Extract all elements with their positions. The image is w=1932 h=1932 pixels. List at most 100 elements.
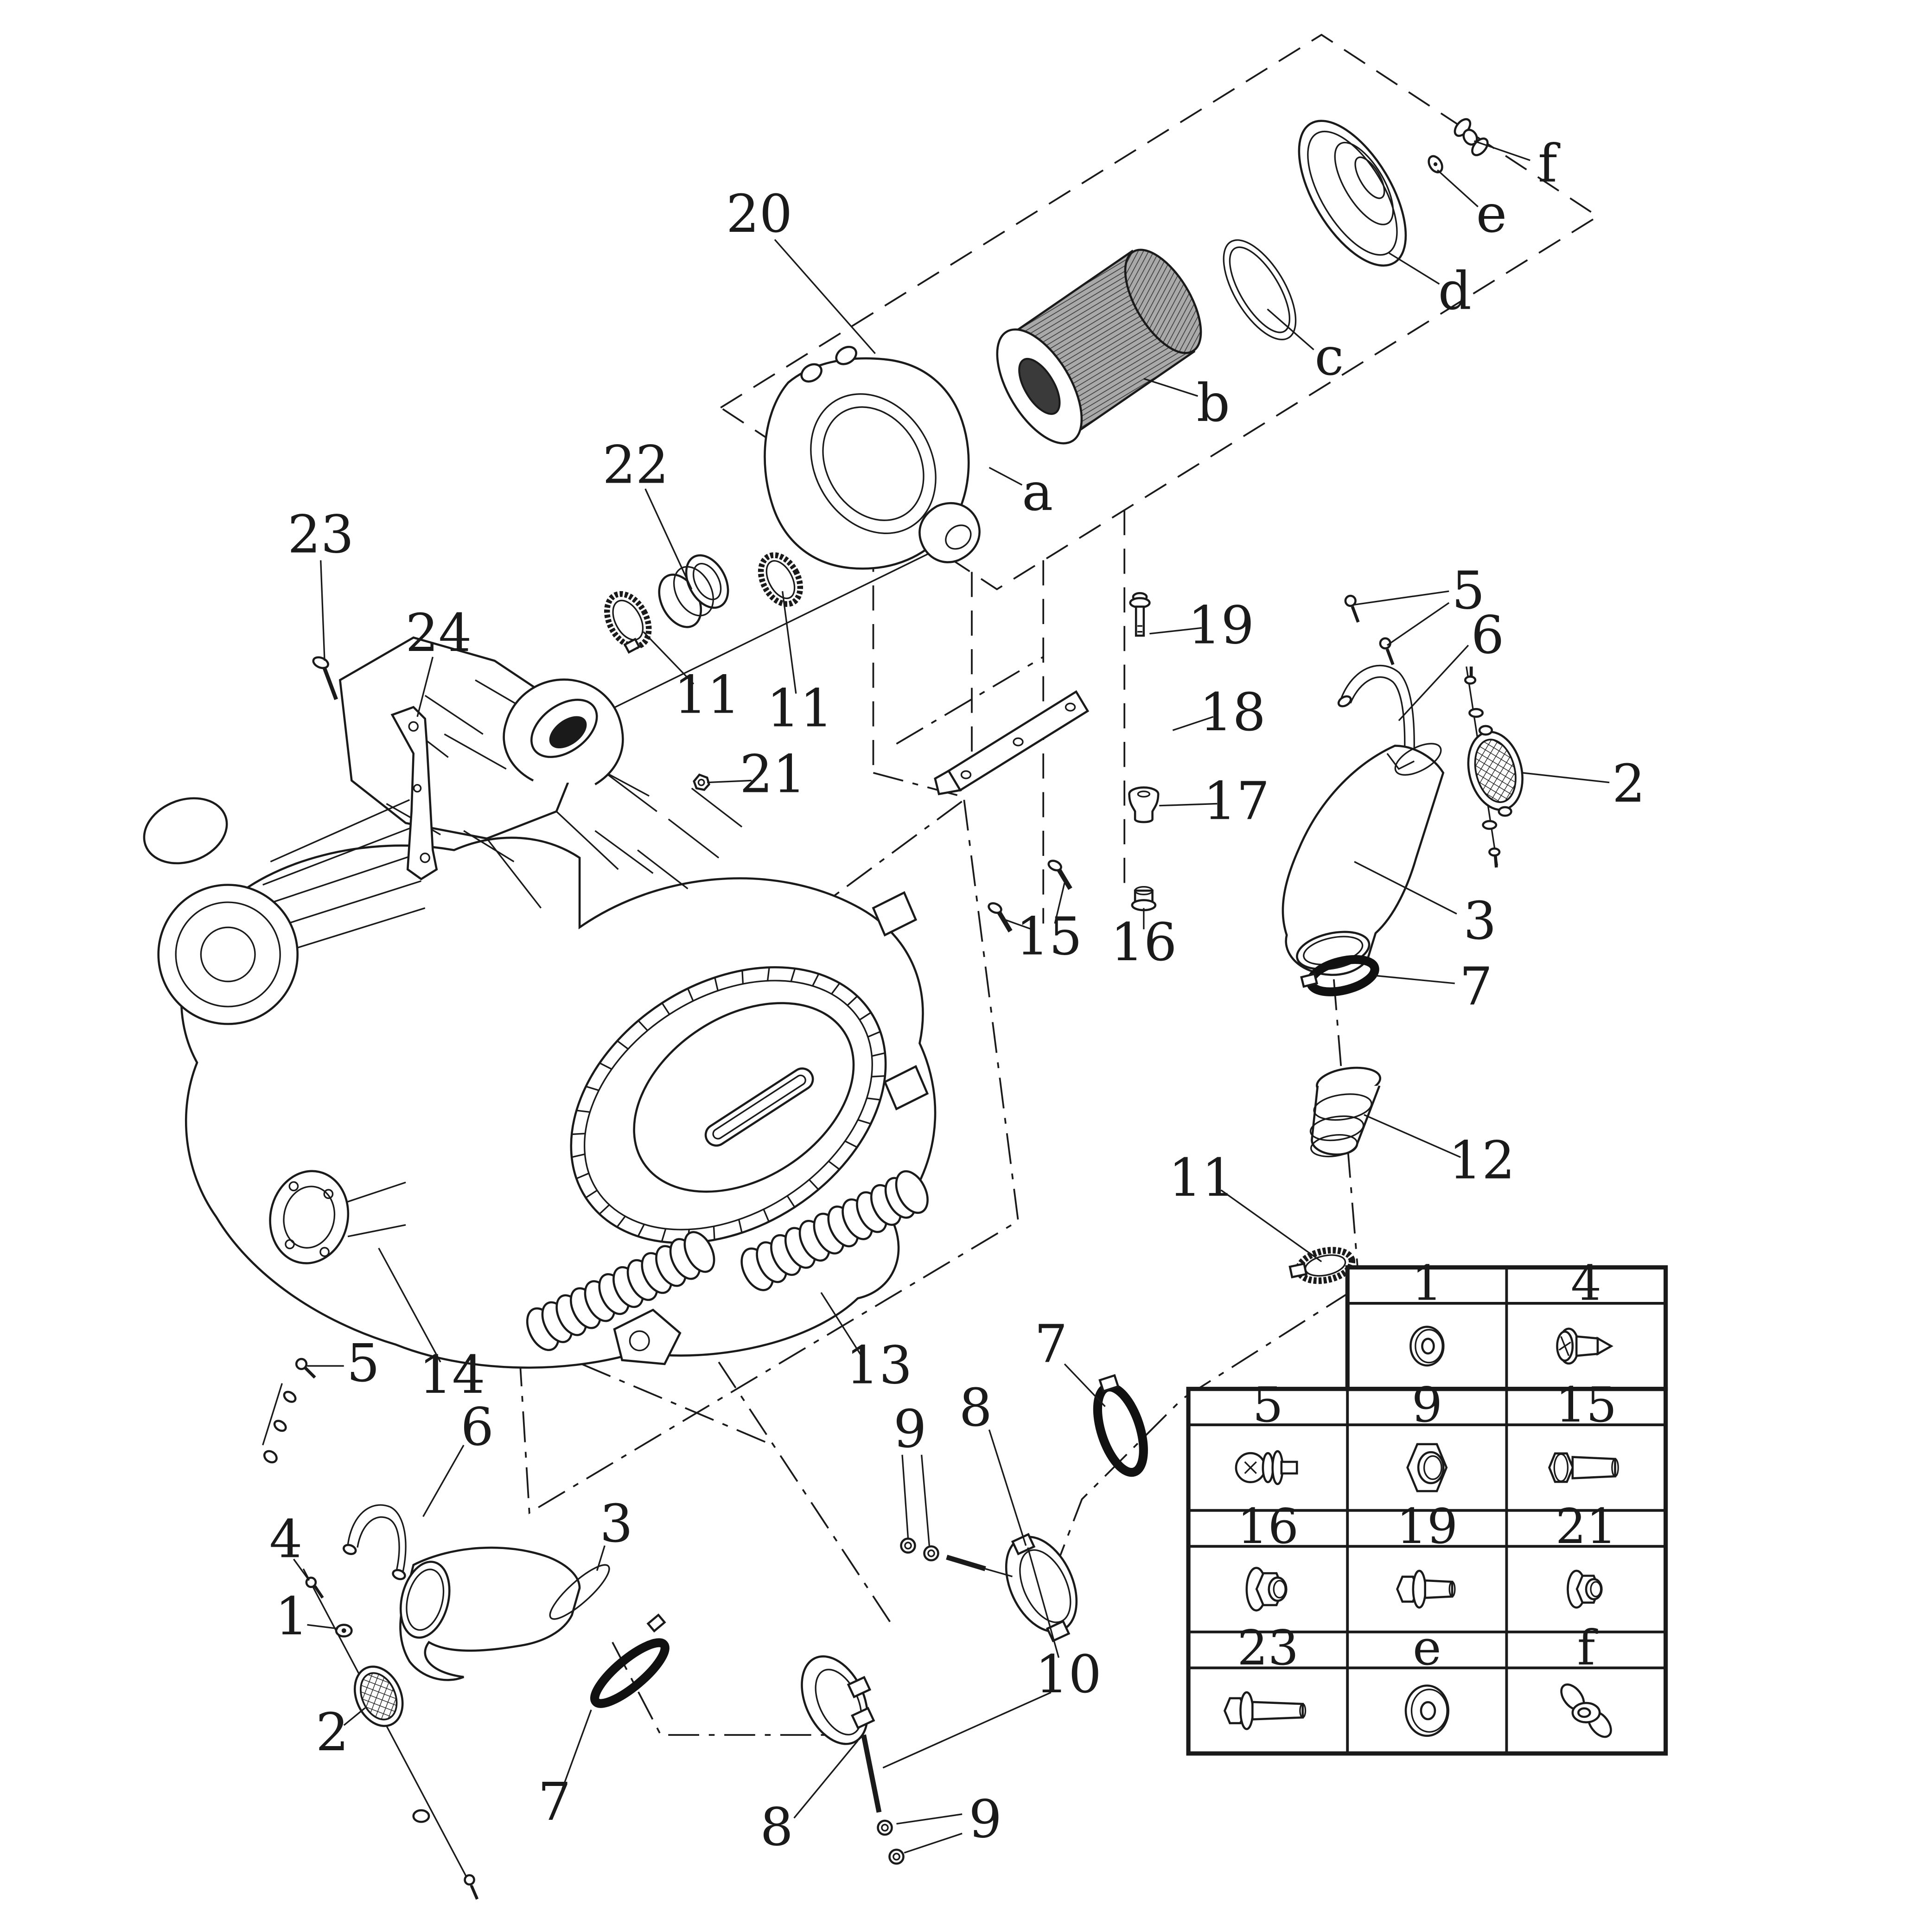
intake-duct-3-right (1282, 743, 1445, 976)
table-header-cell-e (1346, 1630, 1508, 1670)
callout-label-5a: 5 (347, 1333, 380, 1394)
table-label-16: 16 (1237, 1498, 1299, 1555)
shell-clamp-8-upper (900, 1533, 1078, 1643)
air-filter-element (996, 249, 1202, 445)
engine-lug-1 (872, 891, 918, 937)
callout-label-9a: 9 (893, 1399, 927, 1460)
table-header-cell-f (1505, 1630, 1667, 1670)
leader-line-13 (820, 1292, 862, 1357)
cvt-cover-face (633, 1002, 855, 1193)
leader-line-10 (1027, 1547, 1060, 1658)
table-label-9: 9 (1412, 1377, 1442, 1433)
icon-hex-nut (1406, 1443, 1448, 1492)
throttle-axis-chain (896, 656, 1044, 745)
nut-21 (693, 773, 710, 791)
engine-lug-2 (883, 1065, 929, 1110)
filter-cover-d (1298, 120, 1407, 267)
icon-large-washer (1404, 1684, 1449, 1737)
leader-line-5b (1354, 590, 1449, 606)
bracket-18-end-flange (934, 769, 962, 796)
intake-boot-group (604, 552, 803, 654)
leader-line-15 (1054, 882, 1065, 924)
hose-clamp-7-left (590, 1613, 670, 1708)
icon-push-rivet (1556, 1327, 1613, 1365)
callout-label-20: 20 (726, 184, 792, 244)
leader-line-9a (901, 1454, 909, 1538)
leader-line-22 (644, 488, 693, 590)
boot-explosion-axis (575, 544, 947, 727)
callout-label-2b: 2 (1612, 753, 1645, 814)
callout-label-13: 13 (846, 1335, 912, 1396)
callout-label-15: 15 (1016, 906, 1082, 967)
leader-line-11a (643, 631, 695, 685)
engine-assembly (143, 636, 937, 1369)
leader-line-8a (988, 1429, 1027, 1546)
callout-label-22: 22 (602, 435, 669, 496)
bracket-24-holes (408, 721, 430, 863)
icon-flange-lock-nut (1567, 1569, 1603, 1609)
wing-nut-f (1454, 118, 1489, 156)
callout-label-4: 4 (269, 1509, 303, 1569)
callout-label-17: 17 (1203, 771, 1269, 832)
callout-label-23: 23 (287, 504, 354, 565)
leader-line-17 (1159, 803, 1218, 807)
hose-upper-segment (740, 1170, 929, 1291)
callout-label-11b: 11 (767, 678, 833, 739)
table-label-15: 15 (1556, 1377, 1617, 1433)
air-filter-assembly (764, 118, 1489, 570)
table-icon-cell-e (1346, 1666, 1508, 1755)
leader-line-7a (561, 1709, 592, 1790)
callout-label-11c: 11 (1168, 1148, 1235, 1208)
callout-label-6a: 6 (460, 1397, 494, 1458)
leader-line-2a (343, 1707, 366, 1726)
callout-label-24: 24 (405, 603, 472, 663)
engine-mount-foot (613, 1308, 682, 1365)
bolt-15-pair (988, 860, 1072, 933)
seal-ring-c (1223, 239, 1297, 340)
icon-flange-bolt-short (1396, 1569, 1456, 1609)
hose-lower-segment (526, 1231, 715, 1352)
leader-line-a (988, 466, 1023, 486)
screw-4 (305, 1576, 324, 1599)
clamp-axis-2 (718, 1361, 895, 1629)
callout-label-8b: 8 (760, 1797, 793, 1857)
rubber-boot-22 (658, 554, 729, 628)
leader-line-2b (1522, 772, 1610, 784)
callout-label-8a: 8 (959, 1377, 993, 1438)
table-label-e: e (1413, 1620, 1441, 1676)
hose-clamp-7-mid (1093, 1374, 1148, 1477)
callout-label-10: 10 (1035, 1644, 1102, 1705)
callout-label-7c: 7 (1034, 1314, 1068, 1375)
leader-line-11b (781, 591, 797, 694)
leader-line-11c (1220, 1189, 1322, 1262)
airbox-face-ring (810, 393, 937, 534)
callout-label-21: 21 (740, 744, 806, 804)
leader-line-9a (920, 1454, 930, 1546)
bolt-19 (1129, 592, 1151, 637)
cvt-cover-slot-inner (712, 1074, 806, 1140)
hose-clamp-11-left (604, 591, 652, 654)
throttle-inlet-bore (549, 716, 587, 749)
airbox-stub-2 (835, 345, 857, 365)
left-cylinder-ring (175, 901, 281, 1007)
leader-line-e (1437, 169, 1479, 208)
leader-line-12 (1364, 1114, 1461, 1158)
leader-line-9b (896, 1813, 963, 1825)
callout-label-11a: 11 (674, 664, 740, 725)
icon-screw-washer-assembly (1235, 1450, 1298, 1486)
bracket-24 (390, 706, 438, 880)
washer-1 (335, 1624, 353, 1638)
callout-label-7a: 7 (538, 1772, 571, 1832)
right-duct-group (1282, 594, 1524, 1284)
leader-line-14 (378, 1248, 441, 1363)
intake-duct-3-left (399, 1546, 610, 1681)
callout-label-16: 16 (1110, 912, 1177, 973)
leader-line-19 (1149, 627, 1202, 635)
screw-5-left (262, 1358, 316, 1464)
leader-line-21 (707, 779, 752, 784)
leader-line-6b (1398, 644, 1469, 721)
